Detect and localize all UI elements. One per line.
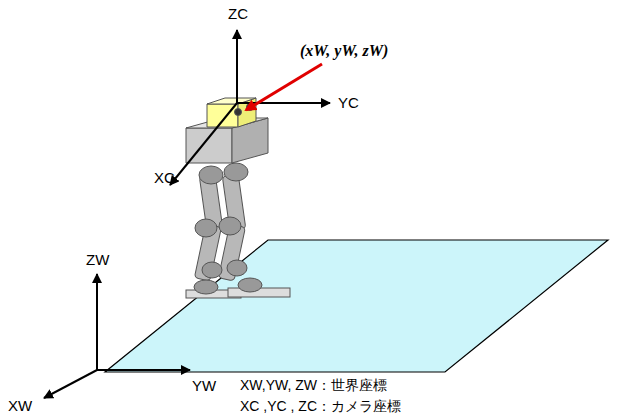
axis-label: XC bbox=[154, 170, 175, 187]
pointer-arrow bbox=[246, 64, 322, 110]
floor-plane bbox=[105, 240, 608, 372]
axis-label: ZC bbox=[228, 6, 248, 23]
legend-note: XC ,YC , ZC：カメラ座標 bbox=[240, 399, 401, 414]
robot bbox=[186, 98, 290, 298]
legend-note: XW,YW, ZW：世界座標 bbox=[240, 378, 387, 393]
axis-label: YW bbox=[192, 378, 216, 395]
axis-label: XW bbox=[8, 398, 32, 415]
axis-label: YC bbox=[338, 95, 359, 112]
axis-label: ZW bbox=[86, 252, 109, 269]
world-axes bbox=[44, 274, 190, 398]
coordinate-label: (xW, yW, zW) bbox=[300, 42, 388, 60]
